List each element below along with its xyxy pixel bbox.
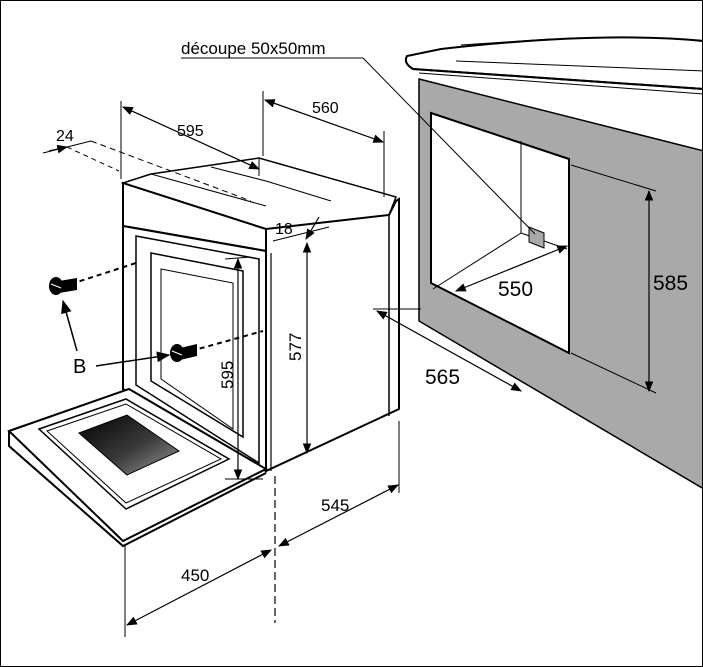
oven-cavity bbox=[150, 252, 244, 439]
dim-550: 550 bbox=[498, 278, 533, 301]
dim-450: 450 bbox=[181, 566, 209, 585]
door-window bbox=[78, 414, 181, 476]
dim-595-side: 595 bbox=[218, 361, 237, 389]
labels: découpe 50x50mm 24 595 560 18 577 595 54… bbox=[56, 39, 688, 585]
countertop bbox=[404, 36, 702, 90]
part-label-b: B bbox=[73, 356, 86, 378]
oven-front-inner bbox=[135, 235, 260, 465]
dim-545: 545 bbox=[321, 496, 349, 515]
oven-door bbox=[7, 387, 269, 548]
screw-right-icon bbox=[170, 344, 197, 362]
dim-18: 18 bbox=[275, 221, 293, 238]
dim-565: 565 bbox=[425, 366, 460, 389]
dim-560: 560 bbox=[312, 100, 339, 117]
dim-585: 585 bbox=[653, 272, 688, 295]
dim-24: 24 bbox=[56, 128, 74, 145]
dim-595-top: 595 bbox=[177, 123, 204, 140]
cutout-label: découpe 50x50mm bbox=[181, 39, 326, 58]
screw-left-icon bbox=[49, 277, 77, 295]
cabinet bbox=[362, 36, 702, 489]
cabinet-opening bbox=[430, 111, 570, 355]
dim-577: 577 bbox=[286, 333, 305, 361]
screws bbox=[49, 262, 264, 367]
dimension-lines bbox=[42, 57, 657, 637]
